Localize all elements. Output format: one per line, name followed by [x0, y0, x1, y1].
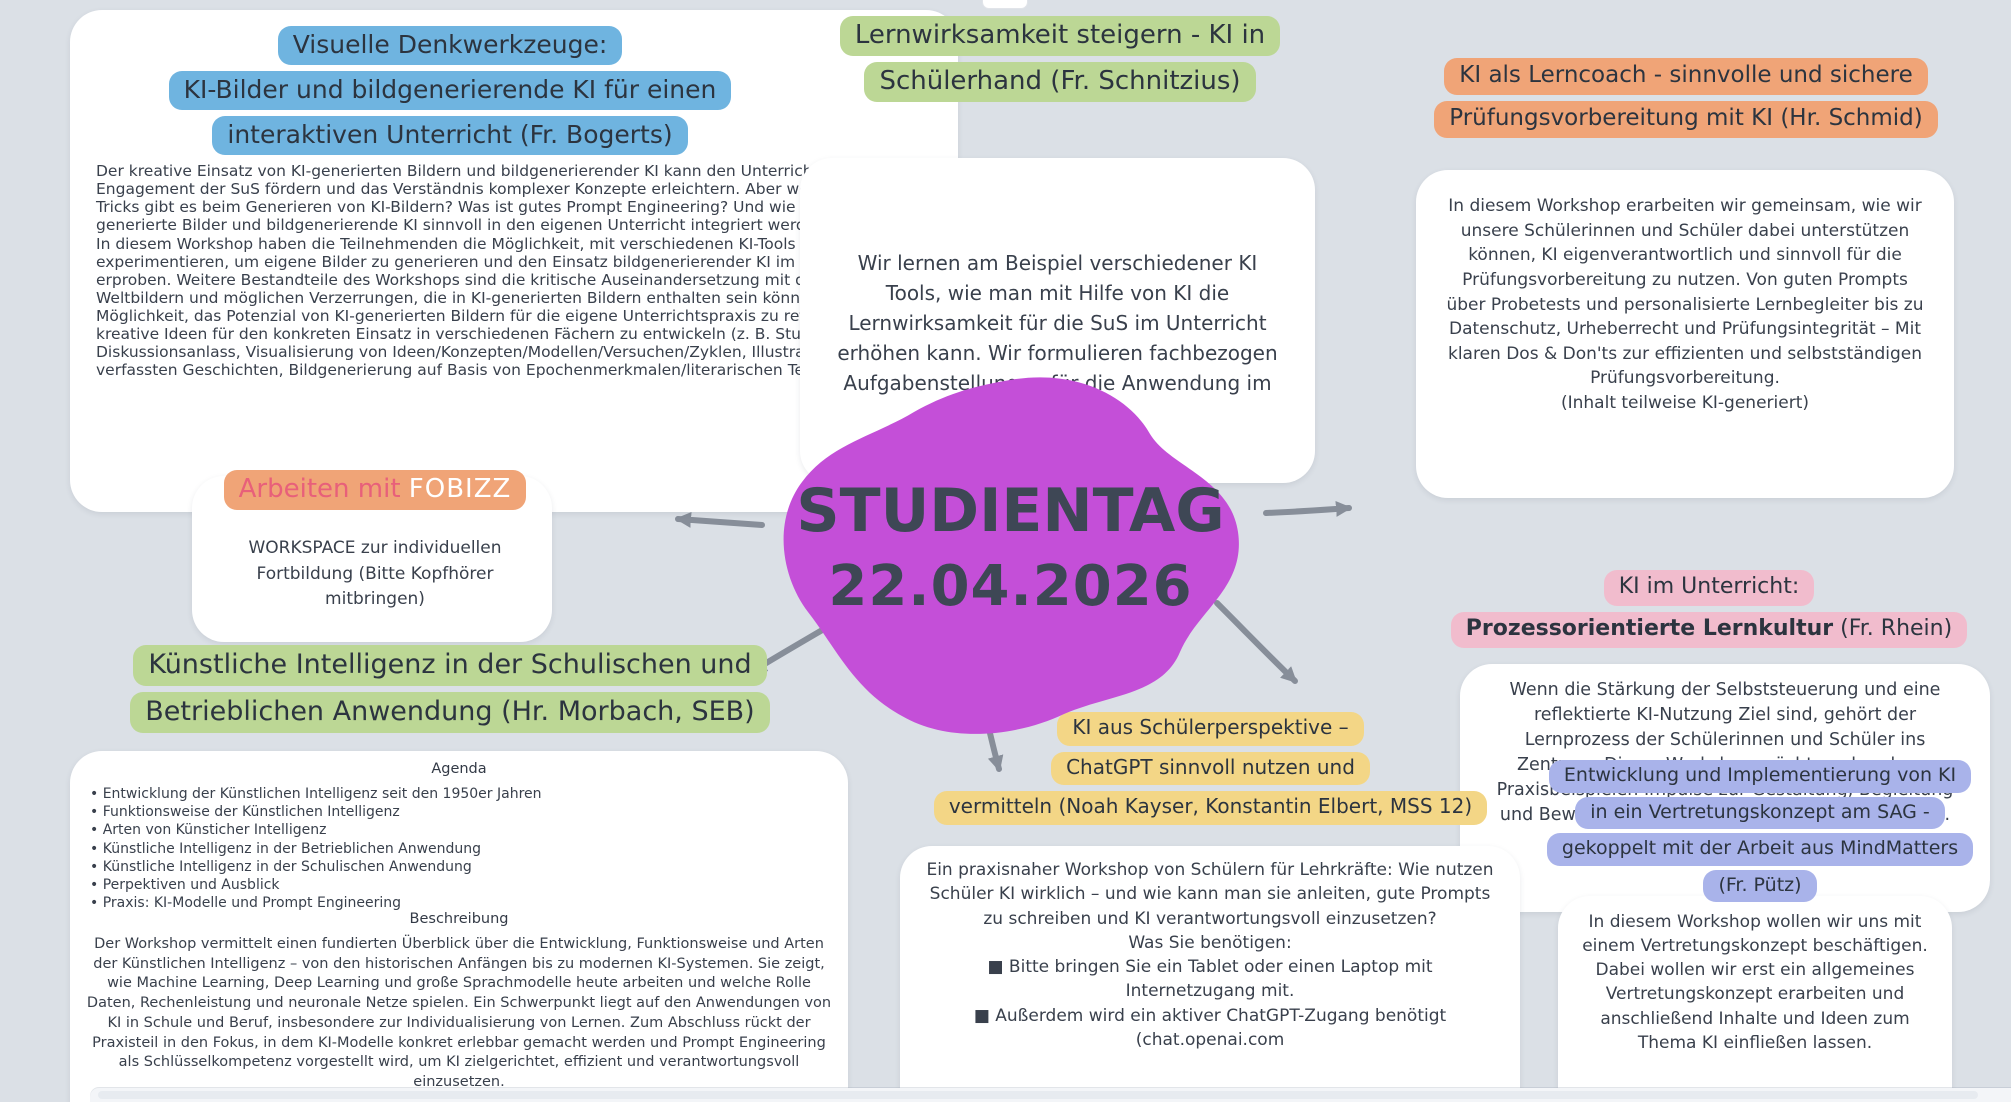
scrollbar-thumb[interactable] [98, 1091, 1978, 1099]
title-line: ChatGPT sinnvoll nutzen und [1051, 751, 1370, 786]
center-node-studientag[interactable]: STUDIENTAG 22.04.2026 [778, 372, 1243, 757]
card-title: Künstliche Intelligenz in der Schulische… [70, 645, 830, 739]
card-body-text: In diesem Workshop wollen wir uns mit ei… [1582, 912, 1928, 1053]
card-title: Lernwirksamkeit steigern - KI in Schüler… [800, 16, 1320, 108]
title-line: Entwicklung und Implementierung von KI [1548, 760, 1972, 793]
title-line: KI als Lerncoach - sinnvolle und sichere [1444, 58, 1928, 95]
purple-blob [783, 377, 1239, 734]
card-bogerts-workshop[interactable]: Visuelle Denkwerkzeuge: KI-Bilder und bi… [70, 10, 958, 512]
title-line: Lernwirksamkeit steigern - KI in [839, 16, 1281, 57]
title-line: Arbeiten mit FOBIZZ [223, 470, 527, 511]
card-title: Entwicklung und Implementierung von KI i… [1535, 760, 1985, 906]
title-line: KI aus Schülerperspektive – [1057, 712, 1364, 746]
card-body-text: Ein praxisnaher Workshop von Schülern fü… [926, 860, 1494, 1051]
horizontal-scrollbar[interactable] [90, 1088, 2011, 1102]
card-fobizz-workspace[interactable]: Arbeiten mit FOBIZZ WORKSPACE zur indivi… [185, 470, 565, 645]
title-rest: (Fr. Rhein) [1833, 615, 1953, 641]
title-line: Visuelle Denkwerkzeuge: [277, 26, 623, 65]
canvas-top-tab[interactable] [982, 0, 1028, 9]
title-line: gekoppelt mit der Arbeit aus MindMatters [1546, 833, 1974, 866]
card-title: Arbeiten mit FOBIZZ [185, 470, 565, 516]
title-line: Künstliche Intelligenz in der Schulische… [133, 645, 767, 687]
title-line: interaktiven Unterricht (Fr. Bogerts) [212, 116, 688, 155]
title-line: in ein Vertretungskonzept am SAG - [1575, 796, 1945, 830]
arrow-to-fobizz[interactable] [675, 511, 765, 528]
fobizz-brand-label: FOBIZZ [408, 474, 512, 504]
title-line: Schülerhand (Fr. Schnitzius) [864, 62, 1256, 103]
card-surface [70, 751, 848, 1102]
title-line: KI-Bilder und bildgenerierende KI für ei… [168, 71, 732, 110]
card-title: KI als Lerncoach - sinnvolle und sichere… [1412, 58, 1960, 144]
card-title: KI im Unterricht: Prozessorientierte Ler… [1425, 570, 1993, 654]
card-schueler-workshop[interactable]: KI aus Schülerperspektive – ChatGPT sinn… [898, 712, 1523, 1102]
arrow-to-rhein[interactable] [1263, 500, 1352, 517]
agenda-heading: Agenda [431, 761, 487, 777]
title-line: Prozessorientierte Lernkultur (Fr. Rhein… [1450, 611, 1968, 648]
title-line: Betrieblichen Anwendung (Hr. Morbach, SE… [130, 692, 770, 734]
title-line: KI im Unterricht: [1603, 570, 1815, 606]
title-line: (Fr. Pütz) [1703, 869, 1817, 903]
card-puetz-workshop[interactable]: Entwicklung und Implementierung von KI i… [1535, 760, 1985, 1102]
title-prefix: Arbeiten mit [238, 474, 409, 504]
card-body-text: In diesem Workshop erarbeiten wir gemein… [1446, 196, 1924, 414]
card-title: KI aus Schülerperspektive – ChatGPT sinn… [898, 712, 1523, 831]
card-surface [1416, 170, 1954, 498]
event-date: 22.04.2026 [828, 554, 1193, 619]
card-schmid-workshop[interactable]: KI als Lerncoach - sinnvolle und sichere… [1412, 58, 1960, 498]
card-surface [900, 846, 1520, 1102]
card-body-text: Der Workshop vermittelt einen fundierten… [86, 936, 832, 1091]
title-line: vermitteln (Noah Kayser, Konstantin Elbe… [933, 791, 1488, 825]
agenda-list: • Entwicklung der Künstlichen Intelligen… [90, 786, 542, 912]
card-morbach-workshop[interactable]: Künstliche Intelligenz in der Schulische… [70, 645, 860, 1102]
center-node-text: STUDIENTAG 22.04.2026 [778, 476, 1243, 619]
card-surface [1558, 896, 1952, 1102]
arrow-to-puetz[interactable] [1214, 600, 1298, 684]
title-line: Prüfungsvorbereitung mit KI (Hr. Schmid) [1434, 100, 1938, 138]
title-emphasis: Prozessorientierte Lernkultur [1465, 615, 1834, 641]
event-title: STUDIENTAG [796, 476, 1225, 546]
description-heading: Beschreibung [409, 911, 509, 927]
card-title: Visuelle Denkwerkzeuge: KI-Bilder und bi… [100, 26, 800, 161]
card-body-text: WORKSPACE zur individuellen Fortbildung … [248, 538, 502, 609]
